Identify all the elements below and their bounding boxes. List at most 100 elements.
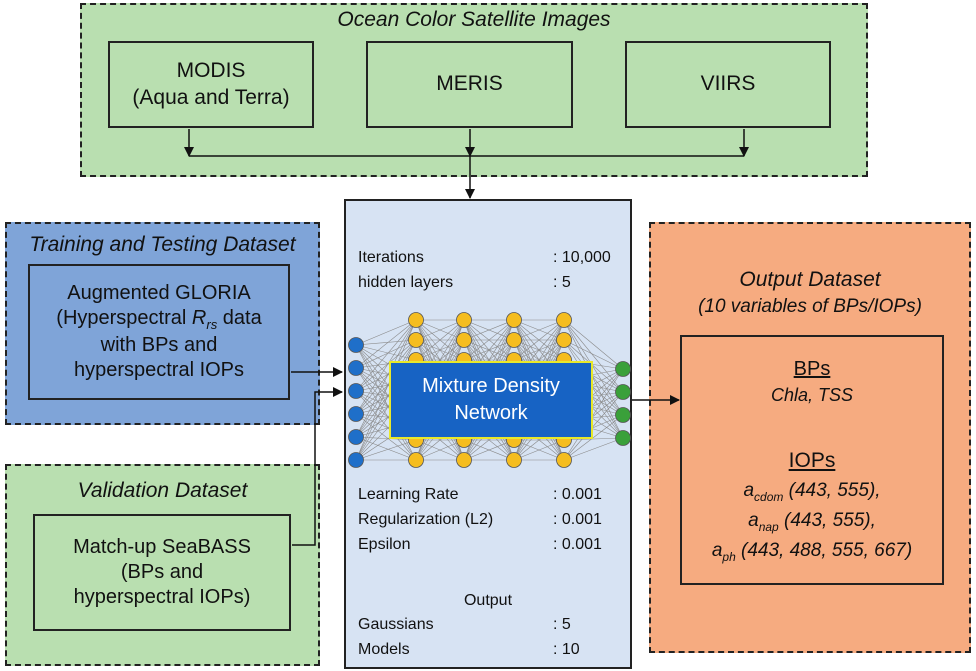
nn-edge — [563, 391, 624, 461]
nn-edge — [415, 319, 465, 361]
sensor-name: VIIRS — [700, 72, 756, 96]
validation-line3: hyperspectral IOPs) — [73, 586, 251, 608]
validation-line2: (BPs and — [120, 561, 204, 583]
validation-line1: Match-up SeaBASS — [73, 536, 251, 558]
mdn-label-line1: Mixture Density — [422, 375, 560, 397]
param-value: : 5 — [553, 616, 571, 633]
hidden-node — [408, 312, 424, 328]
param-name: Models — [358, 641, 410, 658]
hidden-node — [506, 312, 522, 328]
nn-edge — [355, 339, 417, 461]
nn-edge — [355, 319, 417, 438]
training-dataset-box: Augmented GLORIA (Hyperspectral Rrs data… — [28, 264, 290, 400]
nn-edge — [355, 339, 417, 438]
nn-edge — [355, 319, 417, 346]
nn-edge — [355, 319, 417, 461]
input-node — [348, 429, 364, 445]
iops-heading: IOPs — [788, 449, 836, 472]
nn-edge — [563, 437, 624, 461]
hidden-node — [408, 332, 424, 348]
nn-edge — [355, 367, 417, 461]
nn-edge — [513, 319, 565, 341]
nn-edge — [355, 339, 417, 392]
nn-edge — [563, 339, 624, 370]
param-value: : 10 — [553, 641, 580, 658]
output-subtitle: (10 variables of BPs/IOPs) — [698, 296, 922, 317]
nn-edge — [355, 339, 417, 369]
nn-edge — [355, 319, 417, 392]
nn-edge — [563, 319, 624, 393]
nn-edge — [355, 339, 417, 346]
training-line3: with BPs and — [100, 334, 218, 357]
hidden-node — [456, 452, 472, 468]
nn-edge — [415, 319, 465, 341]
iop-anap: anap (443, 555), — [748, 510, 876, 534]
training-line2: (Hyperspectral Rrs data — [56, 306, 262, 332]
bps-values: Chla, TSS — [770, 385, 854, 405]
param-value: : 5 — [553, 274, 571, 291]
sensor-name: MODIS — [176, 59, 246, 83]
param-name: Learning Rate — [358, 486, 459, 503]
hidden-node — [408, 452, 424, 468]
nn-edge — [355, 319, 417, 369]
bps-heading: BPs — [793, 358, 831, 380]
nn-edge — [355, 413, 417, 461]
training-title: Training and Testing Dataset — [29, 233, 296, 256]
output-variables-box — [680, 335, 944, 585]
sensor-box-meris: MERIS — [366, 41, 573, 128]
nn-edge — [563, 319, 624, 416]
output-node — [615, 430, 631, 446]
training-line4: hyperspectral IOPs — [73, 359, 245, 382]
training-line1: Augmented GLORIA — [67, 281, 251, 304]
nn-edge — [563, 368, 624, 461]
param-name: Epsilon — [358, 536, 411, 553]
input-node — [348, 383, 364, 399]
nn-edge — [563, 339, 624, 439]
param-name: hidden layers — [358, 274, 454, 291]
nn-edge — [355, 344, 417, 361]
output-node — [615, 384, 631, 400]
nn-edge — [463, 319, 515, 341]
hidden-node — [456, 332, 472, 348]
output-node — [615, 361, 631, 377]
nn-edge — [513, 439, 565, 461]
hidden-node — [506, 332, 522, 348]
nn-edge — [355, 436, 417, 461]
mdn-label-box: Mixture Density Network — [389, 361, 593, 439]
input-node — [348, 360, 364, 376]
nn-edge — [563, 339, 624, 416]
training-group — [5, 222, 320, 425]
nn-edge — [563, 437, 624, 441]
nn-edge — [355, 319, 417, 415]
hidden-node — [506, 452, 522, 468]
hidden-node — [556, 312, 572, 328]
hidden-node — [456, 312, 472, 328]
iop-acdom: acdom (443, 555), — [743, 480, 881, 504]
nn-edge — [563, 414, 624, 461]
nn-edge — [355, 344, 417, 461]
validation-group — [5, 464, 320, 666]
mdn-label-line2: Network — [454, 402, 528, 424]
nn-edge — [563, 319, 624, 439]
nn-edge — [355, 436, 417, 441]
nn-edge — [415, 439, 465, 461]
input-node — [348, 452, 364, 468]
nn-edge — [463, 439, 515, 461]
hidden-node — [556, 332, 572, 348]
sensor-subname: (Aqua and Terra) — [132, 85, 290, 109]
validation-title: Validation Dataset — [77, 479, 248, 502]
nn-edge — [563, 319, 624, 370]
sensor-box-viirs: VIIRS — [625, 41, 831, 128]
output-heading: Output — [463, 592, 513, 609]
output-node — [615, 407, 631, 423]
param-value: : 0.001 — [553, 536, 602, 553]
param-name: Iterations — [358, 249, 424, 266]
input-node — [348, 337, 364, 353]
satellite-title: Ocean Color Satellite Images — [337, 8, 611, 31]
nn-edge — [463, 319, 515, 361]
param-value: : 10,000 — [553, 249, 611, 266]
param-value: : 0.001 — [553, 486, 602, 503]
output-group — [649, 222, 971, 653]
sensor-box-modis: MODIS (Aqua and Terra) — [108, 41, 314, 128]
nn-edge — [355, 390, 417, 461]
